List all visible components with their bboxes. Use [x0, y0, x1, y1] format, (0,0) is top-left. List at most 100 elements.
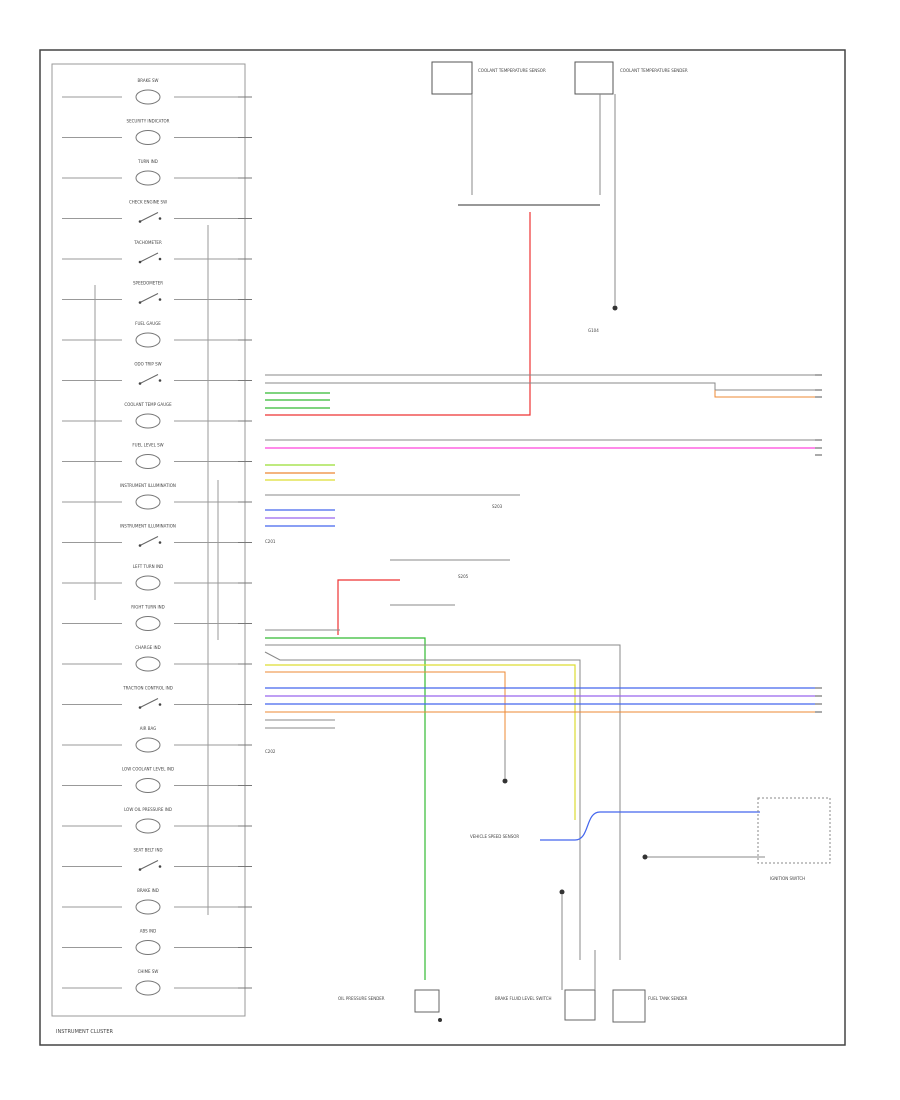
component-label: BRAKE IND — [137, 888, 159, 893]
bulb-symbol — [135, 575, 161, 591]
component-label: FUEL GAUGE — [135, 321, 161, 326]
cluster-component: TACHOMETER — [62, 240, 252, 264]
coolant-temp-sender-box — [574, 61, 614, 95]
coolant-temp-sensor-box — [431, 61, 473, 95]
cluster-component: AIR BAG — [62, 726, 252, 753]
oil-pressure-label: OIL PRESSURE SENDER — [338, 996, 385, 1001]
cluster-component: CHECK ENGINE SW — [62, 200, 252, 223]
component-label: LOW COOLANT LEVEL IND — [122, 767, 174, 772]
ground-label: G104 — [588, 328, 599, 333]
component-label: FUEL LEVEL SW — [132, 443, 163, 448]
cluster-component: FUEL LEVEL SW — [62, 443, 252, 469]
cluster-component: CHIME SW — [62, 969, 252, 996]
connector-label: C202 — [265, 749, 276, 754]
cluster-component: TRACTION CONTROL IND — [62, 686, 252, 709]
cluster-component: SECURITY INDICATOR — [62, 119, 252, 145]
switch-terminal — [158, 379, 162, 382]
bulb-symbol — [135, 899, 161, 915]
coolant-temp-sender-label: COOLANT TEMPERATURE SENDER — [620, 68, 688, 73]
switch-terminal — [138, 260, 142, 264]
brake-fluid-switch-box — [564, 989, 596, 1021]
switch-terminal — [158, 541, 162, 544]
component-label: SEAT BELT IND — [133, 848, 162, 853]
ground-point — [438, 1018, 442, 1022]
wire-red — [337, 579, 400, 635]
wire-red — [265, 212, 531, 416]
cluster-components: BRAKE SW SECURITY INDICATOR TURN IND CHECK … — [62, 78, 252, 996]
switch-label: IGNITION SWITCH — [770, 876, 805, 881]
component-label: INSTRUMENT ILLUMINATION — [120, 524, 176, 529]
switch-terminal — [138, 706, 142, 709]
component-label: RIGHT TURN IND — [131, 605, 164, 610]
right-terminals — [815, 374, 822, 713]
bulb-symbol — [135, 616, 161, 631]
bulb-symbol — [135, 818, 161, 834]
wire — [265, 382, 815, 391]
coolant-temp-sensor-label: COOLANT TEMPERATURE SENSOR — [478, 68, 546, 73]
component-label: LOW OIL PRESSURE IND — [124, 807, 172, 812]
switch-contact — [139, 374, 159, 384]
bulb-symbol — [135, 170, 161, 186]
ground-point — [612, 305, 618, 311]
wire-blue — [540, 811, 760, 841]
component-label: TACHOMETER — [133, 240, 162, 245]
cluster-component: LOW COOLANT LEVEL IND — [62, 767, 252, 793]
diagram-border — [39, 49, 846, 1046]
component-label: SPEEDOMETER — [133, 281, 163, 286]
switch-terminal — [158, 257, 162, 261]
switch-box — [757, 797, 831, 864]
instrument-cluster-box — [51, 63, 246, 1017]
bulb-symbol — [135, 494, 161, 510]
bulb-symbol — [135, 778, 161, 793]
cluster-component: SPEEDOMETER — [62, 281, 252, 304]
switch-contact — [139, 252, 159, 263]
component-label: TURN IND — [137, 159, 158, 164]
cluster-component: COOLANT TEMP GAUGE — [62, 402, 252, 429]
splice-label: S203 — [492, 504, 503, 509]
wire-green — [265, 637, 426, 980]
bulb-symbol — [135, 656, 161, 672]
switch-terminal — [138, 544, 142, 547]
cluster-component: FUEL GAUGE — [62, 321, 252, 348]
switch-contact — [139, 212, 159, 222]
bulb-symbol — [135, 737, 161, 753]
ground-point — [502, 778, 508, 784]
cluster-component: BRAKE SW — [62, 78, 252, 105]
switch-terminal — [138, 868, 142, 871]
brake-fluid-label: BRAKE FLUID LEVEL SWITCH — [495, 996, 552, 1001]
cluster-component: LEFT TURN IND — [62, 564, 252, 591]
switch-terminal — [158, 703, 162, 706]
wire-orange — [265, 671, 506, 740]
component-label: CHIME SW — [138, 969, 159, 974]
component-label: COOLANT TEMP GAUGE — [124, 402, 172, 407]
cluster-component: ODO TRIP SW — [62, 362, 252, 385]
vss-label: VEHICLE SPEED SENSOR — [470, 834, 519, 839]
switch-terminal — [138, 301, 142, 304]
bulb-symbol — [135, 89, 161, 105]
component-label: TRACTION CONTROL IND — [122, 686, 173, 691]
cluster-component: INSTRUMENT ILLUMINATION — [62, 524, 252, 547]
oil-pressure-switch-box — [414, 989, 440, 1013]
wire-orange — [714, 390, 815, 398]
switch-terminal — [138, 220, 142, 223]
wire — [264, 651, 581, 960]
bulb-symbol — [135, 332, 161, 348]
wire-yellow — [265, 664, 576, 820]
component-label: CHECK ENGINE SW — [129, 200, 167, 205]
component-label: ABS IND — [140, 929, 156, 934]
fuel-sender-box — [612, 989, 646, 1023]
component-label: CHARGE IND — [135, 645, 160, 650]
cluster-component: INSTRUMENT ILLUMINATION — [62, 483, 252, 510]
switch-terminal — [158, 865, 162, 868]
cluster-component: BRAKE IND — [62, 888, 252, 915]
splice-label: S205 — [458, 574, 469, 579]
component-label: SECURITY INDICATOR — [127, 119, 170, 124]
ground-point — [559, 889, 565, 895]
cluster-component: RIGHT TURN IND — [62, 605, 252, 631]
component-label: INSTRUMENT ILLUMINATION — [120, 483, 176, 488]
switch-terminal — [158, 298, 162, 301]
ground-point — [642, 854, 648, 860]
bulb-symbol — [135, 130, 161, 145]
switch-contact — [139, 860, 159, 870]
